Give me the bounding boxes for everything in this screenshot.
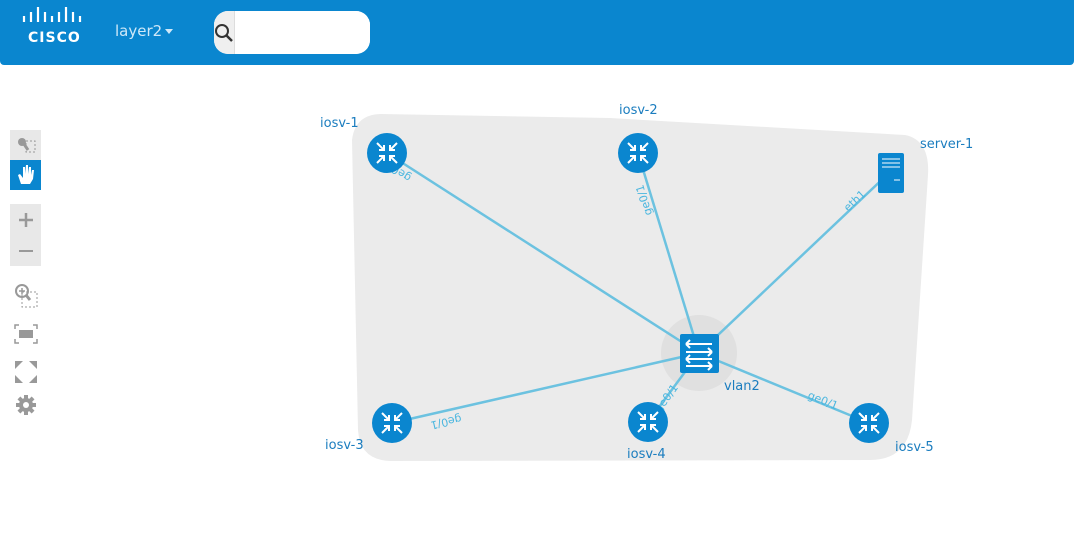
node-label: server-1 (920, 137, 973, 152)
node-iosv-1[interactable]: iosv-1 (320, 116, 408, 174)
project-name: layer2 (115, 22, 163, 40)
node-iosv-3[interactable]: iosv-3 (325, 402, 413, 453)
pan-mode-button[interactable] (10, 160, 41, 190)
cisco-logo: CISCO (22, 6, 94, 46)
fit-screen-icon (13, 324, 38, 344)
hand-icon (17, 165, 34, 184)
search-icon (215, 23, 233, 42)
link-server1-vlan2[interactable] (698, 171, 891, 354)
node-iosv-4[interactable]: iosv-4 (627, 401, 669, 462)
top-bar: CISCO layer2 (0, 0, 1074, 65)
expand-icon (14, 361, 37, 383)
zoom-in-button[interactable] (10, 204, 41, 235)
settings-button[interactable] (10, 390, 41, 420)
select-icon (17, 138, 35, 153)
topology-toolbar (10, 130, 42, 420)
node-label: iosv-2 (619, 103, 658, 118)
node-iosv-2[interactable]: iosv-2 (617, 103, 659, 174)
node-label: iosv-3 (325, 438, 364, 453)
node-vlan2[interactable]: vlan2 (680, 334, 760, 394)
server-icon (878, 153, 904, 193)
caret-down-icon (165, 29, 174, 34)
node-label: iosv-1 (320, 116, 359, 131)
switch-icon (680, 334, 719, 373)
zoom-out-button[interactable] (10, 235, 41, 266)
zoom-selection-icon (14, 284, 37, 308)
node-iosv-5[interactable]: iosv-5 (848, 402, 934, 455)
minus-icon (18, 249, 33, 252)
search-box (214, 11, 370, 54)
node-server-1[interactable]: server-1 (878, 137, 973, 193)
gear-icon (15, 395, 36, 415)
plus-icon (18, 212, 33, 227)
project-dropdown[interactable]: layer2 (115, 22, 174, 40)
link-iosv5-vlan2[interactable] (698, 351, 870, 425)
search-button[interactable] (214, 11, 235, 54)
zoom-selection-button[interactable] (10, 278, 41, 314)
link-iosv3-vlan2[interactable] (391, 351, 700, 425)
fit-screen-button[interactable] (10, 314, 41, 354)
link-iosv2-vlan2[interactable] (636, 152, 701, 354)
node-label: iosv-5 (895, 440, 934, 455)
group-hull (352, 114, 929, 461)
fullscreen-button[interactable] (10, 354, 41, 390)
select-mode-button[interactable] (10, 130, 41, 160)
cisco-bars-icon (22, 7, 82, 22)
logo-text: CISCO (28, 30, 81, 46)
search-input[interactable] (235, 11, 370, 54)
node-label: iosv-4 (627, 447, 666, 462)
link-iosv1-vlan2[interactable] (386, 151, 700, 355)
node-label: vlan2 (724, 379, 760, 394)
